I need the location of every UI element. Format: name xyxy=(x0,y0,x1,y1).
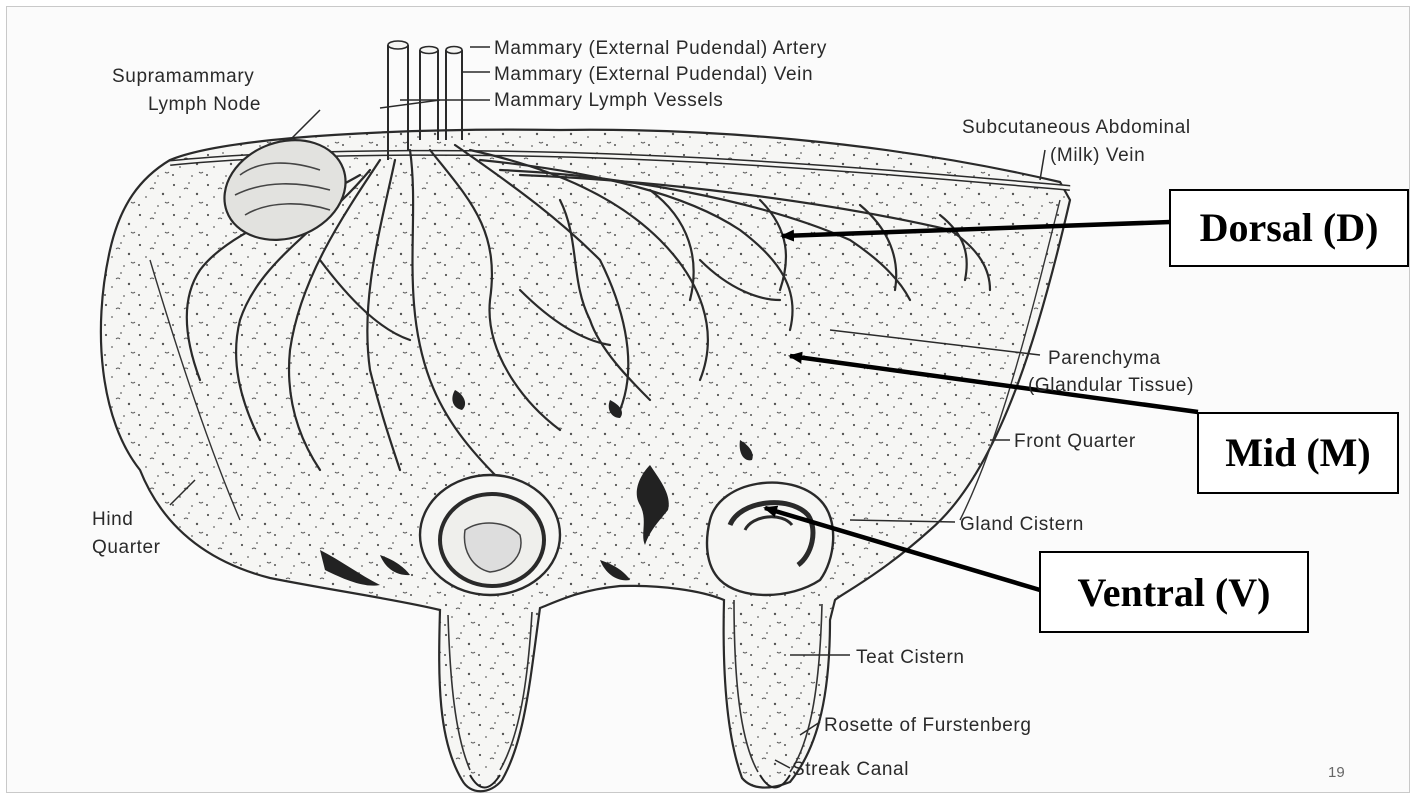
label-parenchyma: Parenchyma xyxy=(1048,348,1161,369)
slide-page-number: 19 xyxy=(1328,764,1345,781)
label-hind: Hind xyxy=(92,509,133,530)
mid-callout-text: Mid (M) xyxy=(1225,430,1371,475)
ventral-callout-text: Ventral (V) xyxy=(1078,570,1271,615)
label-glandular-tissue: (Glandular Tissue) xyxy=(1028,375,1194,396)
label-rosette: Rosette of Furstenberg xyxy=(824,715,1032,736)
hind-gland-cistern xyxy=(420,475,560,595)
label-hind-quarter: Quarter xyxy=(92,537,161,558)
mid-callout: Mid (M) xyxy=(1198,413,1398,493)
ventral-callout: Ventral (V) xyxy=(1040,552,1308,632)
label-milk-vein: (Milk) Vein xyxy=(1050,145,1145,166)
label-lymph-node: Lymph Node xyxy=(148,94,261,115)
label-lymph-vessels: Mammary Lymph Vessels xyxy=(494,90,723,111)
label-gland-cistern: Gland Cistern xyxy=(960,514,1084,535)
label-supramammary: Supramammary xyxy=(112,66,254,87)
label-teat-cistern: Teat Cistern xyxy=(856,647,965,668)
dorsal-callout: Dorsal (D) xyxy=(1170,190,1408,266)
front-gland-cistern xyxy=(707,483,833,595)
label-front-quarter: Front Quarter xyxy=(1014,431,1136,452)
label-streak-canal: Streak Canal xyxy=(792,759,909,780)
label-artery: Mammary (External Pudendal) Artery xyxy=(494,38,827,59)
label-vein: Mammary (External Pudendal) Vein xyxy=(494,64,813,85)
label-subcutaneous-abdominal: Subcutaneous Abdominal xyxy=(962,117,1191,138)
dorsal-callout-text: Dorsal (D) xyxy=(1200,205,1379,250)
